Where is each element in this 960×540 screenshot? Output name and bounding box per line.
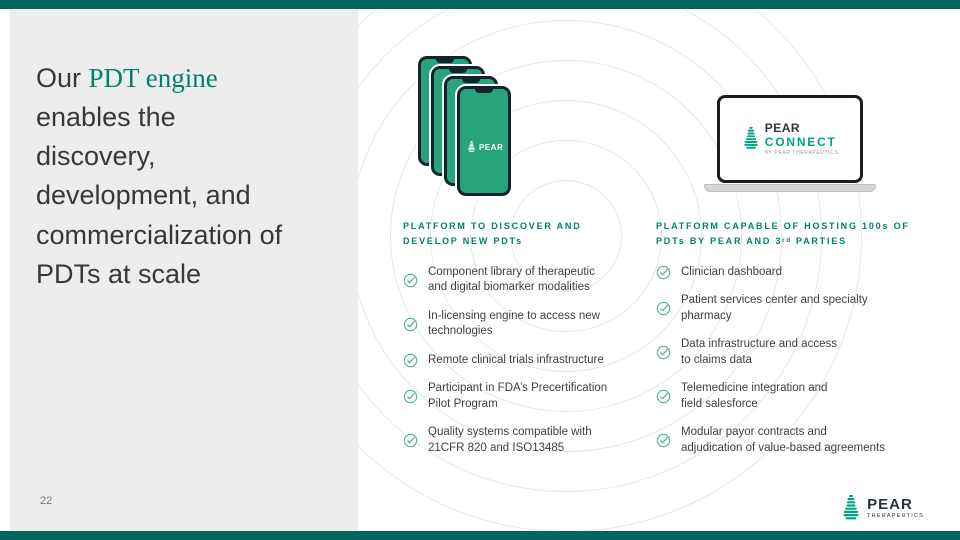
pear-icon bbox=[742, 127, 760, 151]
list-item: Quality systems compatible with 21CFR 82… bbox=[403, 425, 618, 456]
column-discover-platform: PLATFORM TO DISCOVER AND DEVELOP NEW PDT… bbox=[403, 219, 618, 469]
title-prefix: Our bbox=[36, 63, 89, 93]
title-line: discovery, bbox=[36, 141, 156, 172]
title-line: commercialization of bbox=[36, 219, 283, 250]
phone-notch bbox=[462, 79, 480, 83]
pear-connect-logo: PEAR CONNECT BY PEAR THERAPEUTICS bbox=[742, 122, 839, 156]
check-icon bbox=[403, 389, 418, 404]
check-icon bbox=[656, 389, 671, 404]
list-item-text: Data infrastructure and access to claims… bbox=[681, 338, 837, 366]
check-icon bbox=[403, 317, 418, 332]
check-icon bbox=[656, 433, 671, 448]
connect-logo-product: CONNECT bbox=[764, 135, 837, 149]
pear-icon bbox=[467, 141, 476, 153]
list-item: Participant in FDA’s Precertification Pi… bbox=[403, 381, 618, 412]
slide-title: Our PDT engine enables the discovery, de… bbox=[36, 59, 344, 294]
phone-pear-logo: PEAR bbox=[467, 141, 503, 153]
column-hosting-platform: PLATFORM CAPABLE OF HOSTING 100s OF PDTs… bbox=[656, 219, 941, 469]
list-item: Modular payor contracts and adjudication… bbox=[656, 425, 941, 456]
connect-logo-pear: PEAR bbox=[764, 121, 801, 135]
footer-logo-name: PEAR bbox=[867, 496, 913, 514]
list-item-text: Modular payor contracts and adjudication… bbox=[681, 426, 885, 454]
phone-logo-text: PEAR bbox=[479, 142, 504, 152]
column-header: PLATFORM CAPABLE OF HOSTING 100s OF PDTs… bbox=[656, 221, 910, 247]
bottom-accent-bar bbox=[0, 531, 960, 540]
footer-logo-text: PEAR THERAPEUTICS bbox=[867, 497, 924, 520]
phone-screen: PEAR bbox=[460, 89, 508, 193]
title-line: PDTs at scale bbox=[36, 258, 202, 289]
list-item: Component library of therapeutic and dig… bbox=[403, 265, 618, 296]
pear-connect-text: PEAR CONNECT BY PEAR THERAPEUTICS bbox=[765, 122, 839, 156]
phone: PEAR bbox=[457, 86, 511, 196]
laptop-illustration: PEAR CONNECT BY PEAR THERAPEUTICS bbox=[704, 95, 876, 192]
phone-notch bbox=[475, 89, 493, 93]
column-header: PLATFORM TO DISCOVER AND DEVELOP NEW PDT… bbox=[403, 221, 582, 247]
check-icon bbox=[403, 273, 418, 288]
list-item-text: Remote clinical trials infrastructure bbox=[428, 353, 604, 366]
discover-items-list: Component library of therapeutic and dig… bbox=[403, 265, 618, 457]
pear-therapeutics-logo: PEAR THERAPEUTICS bbox=[841, 495, 924, 522]
list-item: Data infrastructure and access to claims… bbox=[656, 337, 941, 368]
title-highlight: PDT engine bbox=[88, 63, 218, 93]
pear-icon bbox=[841, 495, 861, 522]
phone-notch bbox=[449, 69, 467, 73]
laptop-base bbox=[704, 184, 876, 192]
list-item: Clinician dashboard bbox=[656, 265, 941, 281]
list-item-text: In-licensing engine to access new techno… bbox=[428, 309, 600, 338]
check-icon bbox=[656, 301, 671, 316]
title-line: enables the bbox=[36, 102, 176, 133]
check-icon bbox=[403, 433, 418, 448]
list-item-text: Participant in FDA’s Precertification Pi… bbox=[428, 382, 608, 410]
list-item: Telemedicine integration and field sales… bbox=[656, 381, 941, 412]
check-icon bbox=[403, 353, 418, 368]
list-item: Remote clinical trials infrastructure bbox=[403, 353, 618, 369]
laptop-screen: PEAR CONNECT BY PEAR THERAPEUTICS bbox=[717, 95, 863, 183]
check-icon bbox=[656, 265, 671, 280]
list-item-text: Telemedicine integration and field sales… bbox=[681, 382, 828, 410]
list-item: In-licensing engine to access new techno… bbox=[403, 309, 618, 340]
title-line: development, and bbox=[36, 180, 251, 211]
footer-logo-division: THERAPEUTICS bbox=[867, 513, 924, 520]
list-item: Patient services center and specialty ph… bbox=[656, 293, 941, 324]
list-item-text: Patient services center and specialty ph… bbox=[681, 294, 868, 322]
phone-notch bbox=[436, 59, 454, 63]
hosting-items-list: Clinician dashboard Patient services cen… bbox=[656, 265, 941, 457]
list-item-text: Clinician dashboard bbox=[681, 265, 783, 278]
list-item-text: Quality systems compatible with 21CFR 82… bbox=[428, 426, 592, 454]
left-panel: Our PDT engine enables the discovery, de… bbox=[10, 9, 358, 531]
phones-illustration: PEAR bbox=[418, 56, 528, 206]
page-number: 22 bbox=[40, 495, 53, 507]
top-accent-bar bbox=[0, 0, 960, 9]
check-icon bbox=[656, 345, 671, 360]
connect-logo-byline: BY PEAR THERAPEUTICS bbox=[764, 150, 839, 156]
list-item-text: Component library of therapeutic and dig… bbox=[428, 265, 595, 294]
